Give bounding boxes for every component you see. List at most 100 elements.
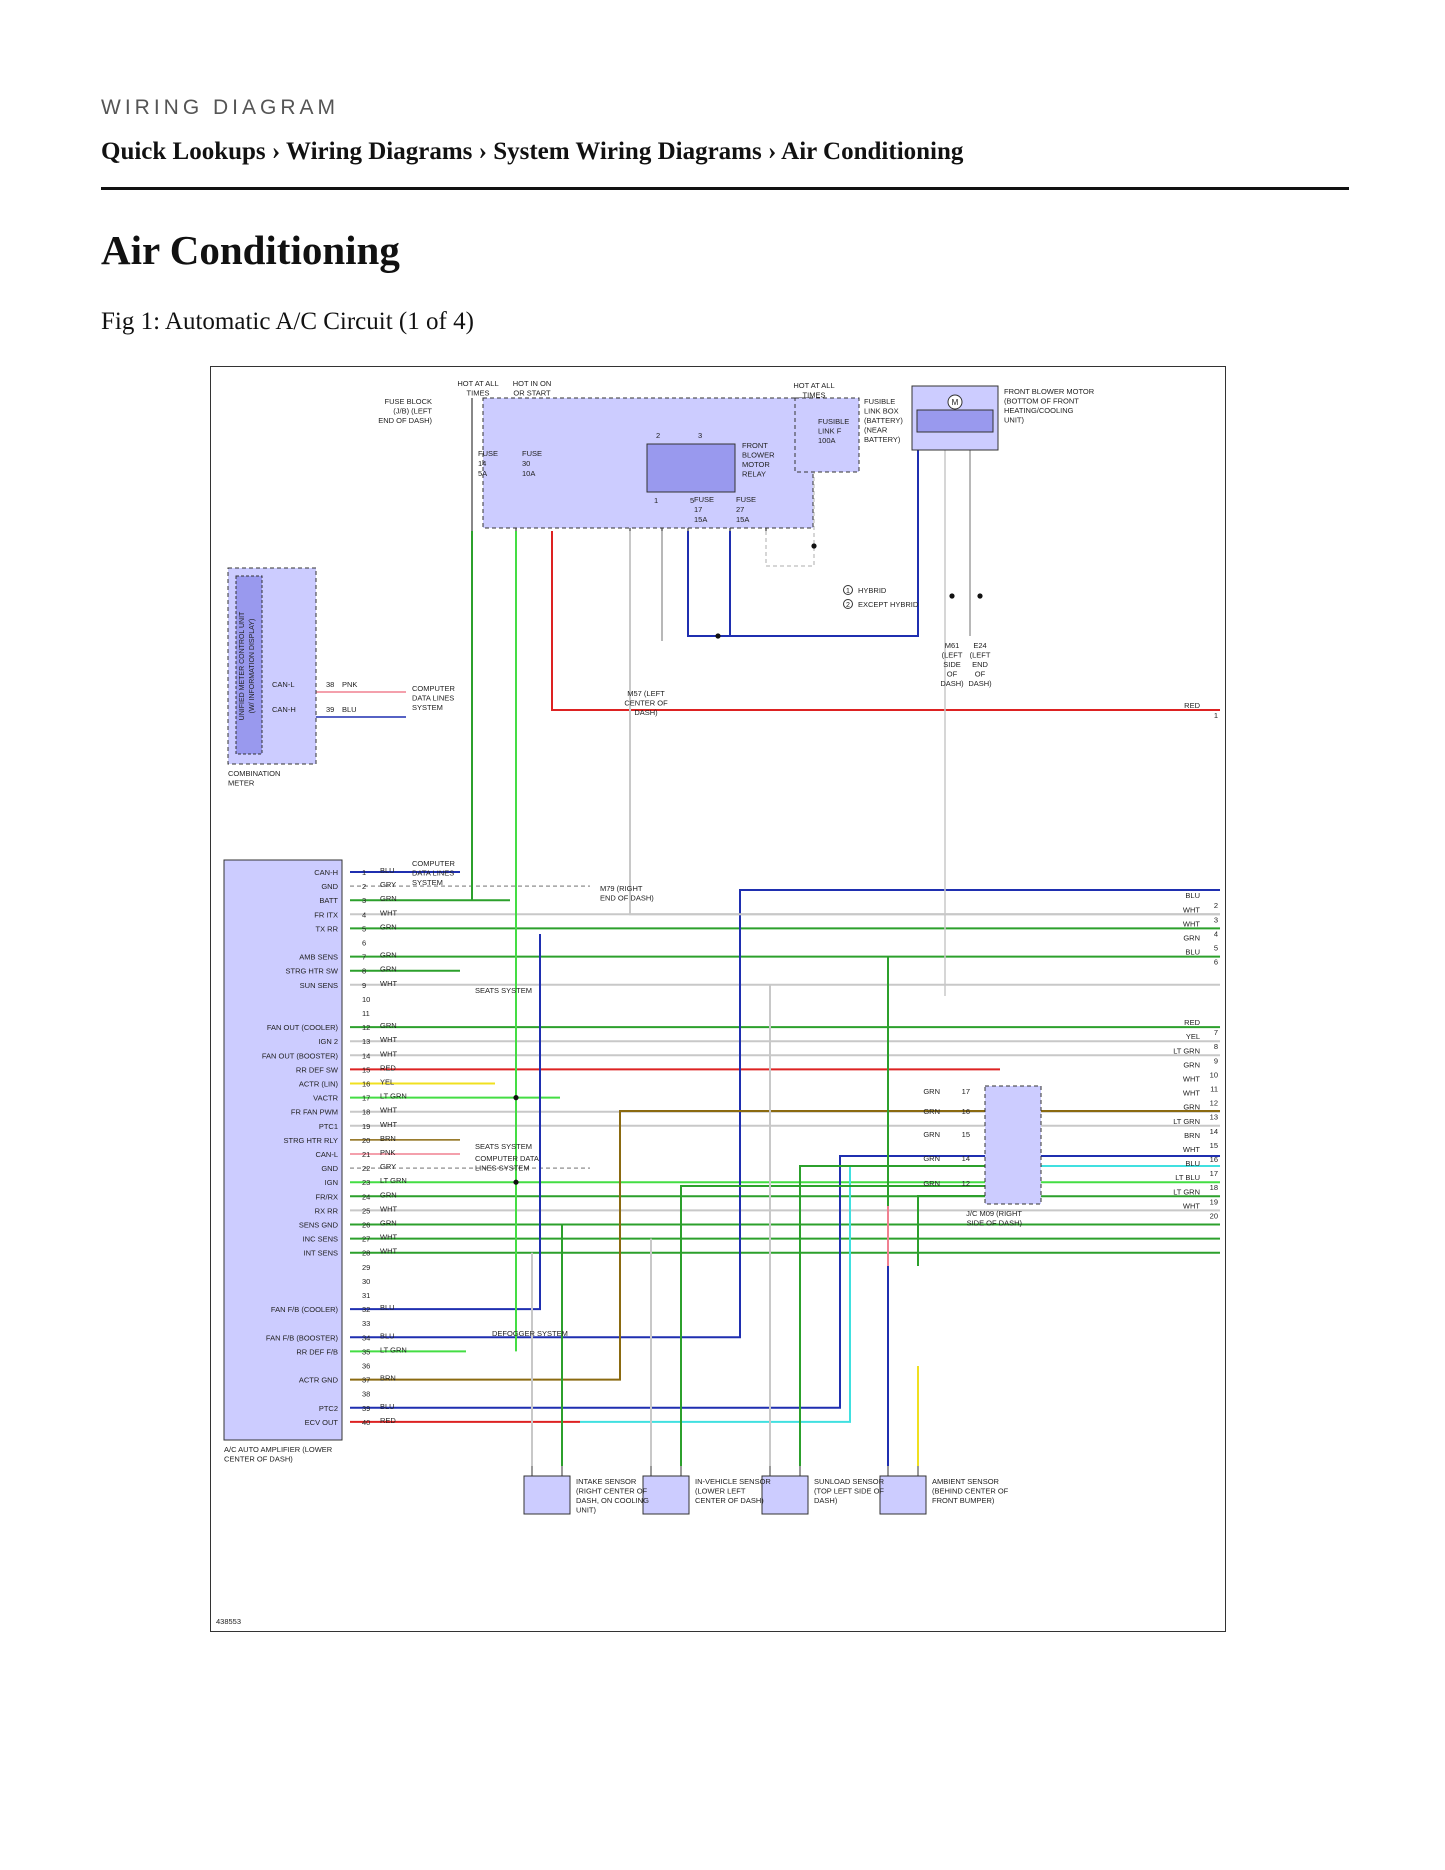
amp-pin-number: 23 [362, 1178, 370, 1187]
amp-pin-wire-color: LT GRN [380, 1345, 407, 1354]
amp-pin-label: INC SENS [303, 1235, 338, 1244]
amp-pin-number: 33 [362, 1319, 370, 1328]
jc-pin: 15 [962, 1130, 970, 1139]
junction-connector [984, 1085, 1042, 1205]
sensor-body [761, 1475, 809, 1515]
hot-at-all-times-label: HOT AT ALL [457, 379, 498, 388]
amp-pin-number: 27 [362, 1235, 370, 1244]
sensor-label: (BEHIND CENTER OF [932, 1487, 1009, 1496]
right-wire-color: BRN [1184, 1131, 1200, 1140]
amp-pin-number: 4 [362, 910, 366, 919]
sensor-label: DASH, ON COOLING [576, 1496, 649, 1505]
amp-pin-wire-color: YEL [380, 1078, 394, 1087]
sensor-label: INTAKE SENSOR [576, 1477, 637, 1486]
amp-pin-number: 29 [362, 1263, 370, 1272]
fuse-amp: 10A [522, 469, 535, 478]
diagram-frame [210, 366, 1226, 1632]
amp-pin-number: 15 [362, 1065, 370, 1074]
amp-pin-label: FR/RX [316, 1192, 339, 1201]
amp-pin-label: GND [321, 1164, 338, 1173]
fusible-link-box-label: BATTERY) [864, 435, 901, 444]
seats-system-label-2: SEATS SYSTEM [475, 1142, 532, 1151]
amp-pin-label: FAN F/B (BOOSTER) [266, 1333, 339, 1342]
amp-pin-number: 6 [362, 939, 366, 948]
amp-pin-wire-color: LT GRN [380, 1092, 407, 1101]
meter-pin: CAN-L [272, 680, 295, 689]
right-wire-number: 1 [1214, 711, 1218, 720]
jc-wire: GRN [923, 1179, 940, 1188]
amp-pin-label: FAN OUT (BOOSTER) [262, 1051, 339, 1060]
meter-pin: CAN-H [272, 705, 296, 714]
breadcrumb[interactable]: Quick Lookups › Wiring Diagrams › System… [101, 138, 964, 165]
hot-in-on-label: HOT IN ON [513, 379, 552, 388]
fuse-amp: 5A [478, 469, 487, 478]
amp-pin-label: TX RR [316, 924, 339, 933]
amp-pin-wire-color: BRN [380, 1374, 396, 1383]
amp-pin-label: RR DEF F/B [296, 1347, 338, 1356]
ground-e24: DASH) [968, 679, 992, 688]
fusible-link-box-label: (NEAR [864, 426, 888, 435]
fuse-block-label: END OF DASH) [378, 416, 432, 425]
amp-pin-number: 9 [362, 981, 366, 990]
right-wire-color: RED [1184, 1018, 1200, 1027]
amp-pin-wire-color: BLU [380, 1303, 395, 1312]
splice-dot [513, 1179, 519, 1185]
sensor-label: (LOWER LEFT [695, 1487, 746, 1496]
jc-pin: 14 [962, 1154, 970, 1163]
right-wire-number: 9 [1214, 1056, 1218, 1065]
sensor-wire [917, 1195, 985, 1266]
ground-m61: (LEFT [942, 651, 963, 660]
sensor-label: (RIGHT CENTER OF [576, 1487, 648, 1496]
amp-pin-number: 12 [362, 1023, 370, 1032]
right-wire-color: YEL [1186, 1032, 1200, 1041]
hot-label-2: HOT AT ALL [793, 381, 834, 390]
sensor-body [642, 1475, 690, 1515]
right-wire-color: GRN [1183, 1060, 1200, 1069]
ground-e24: (LEFT [970, 651, 991, 660]
component-layer [223, 385, 1042, 1515]
fuse-number: 14 [478, 459, 486, 468]
amp-pin-label: FR ITX [314, 910, 338, 919]
legend-number: 1 [846, 588, 850, 595]
amp-wire-actr [350, 1110, 1220, 1381]
amp-pin-wire-color: RED [380, 1063, 396, 1072]
amp-pin-number: 39 [362, 1404, 370, 1413]
splice-dot [949, 593, 955, 599]
computer-data-lines-label-3: SYSTEM [412, 878, 443, 887]
amp-pin-label: ECV OUT [305, 1418, 339, 1427]
feed-wht-2 [765, 472, 815, 567]
jc-pin: 12 [962, 1179, 970, 1188]
amplifier-body [223, 859, 343, 1441]
amp-pin-number: 16 [362, 1080, 370, 1089]
right-wire-number: 6 [1214, 958, 1218, 967]
legend-text: EXCEPT HYBRID [858, 600, 919, 609]
meter-unit [235, 575, 263, 755]
seats-system-label: SEATS SYSTEM [475, 986, 532, 995]
amp-pin-label: IGN [325, 1178, 338, 1187]
amp-pin-label: INT SENS [304, 1249, 338, 1258]
amp-pin-wire-color: PNK [380, 1148, 395, 1157]
relay-label: RELAY [742, 470, 766, 479]
amp-pin-wire-color: GRN [380, 1219, 397, 1228]
diagram-label: PNK [342, 680, 357, 689]
amp-pin-number: 13 [362, 1037, 370, 1046]
meter-unit-label: UNIFIED METER CONTROL UNIT [239, 611, 246, 720]
amp-pin-number: 28 [362, 1249, 370, 1258]
ground-m61: DASH) [940, 679, 964, 688]
amp-pin-label: CAN-L [315, 1150, 338, 1159]
jc-label: J/C M09 (RIGHT [966, 1209, 1022, 1218]
sensor-wire [680, 1185, 985, 1466]
feed-wht [629, 531, 1220, 916]
wire-layer [308, 398, 1220, 1476]
meter-unit-label: (W/ INFORMATION DISPLAY) [249, 619, 256, 714]
amp-pin-label: STRG HTR SW [286, 967, 339, 976]
figure-caption: Fig 1: Automatic A/C Circuit (1 of 4) [101, 308, 474, 335]
amp-pin-number: 1 [362, 868, 366, 877]
ground-m61: OF [947, 670, 958, 679]
right-wire-color: WHT [1183, 1145, 1200, 1154]
right-wire-color: BLU [1185, 948, 1200, 957]
ground-m57: CENTER OF [624, 699, 668, 708]
right-wire-number: 14 [1210, 1127, 1218, 1136]
amp-pin-label: IGN 2 [318, 1037, 338, 1046]
